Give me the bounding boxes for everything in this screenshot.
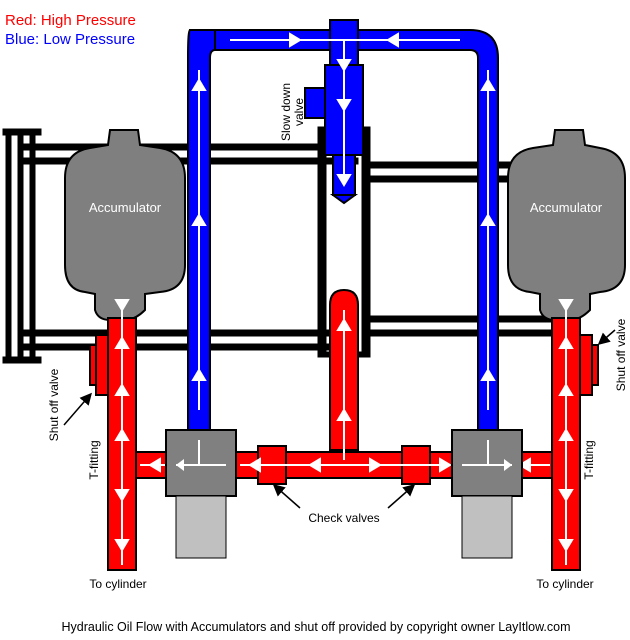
caption: Hydraulic Oil Flow with Accumulators and… — [61, 620, 570, 634]
legend-low-pressure: Blue: Low Pressure — [5, 31, 135, 48]
slow-down-valve-label-line1: Slow down — [279, 83, 293, 141]
t-fitting-right-label: T-fitting — [582, 440, 596, 479]
accumulator-left-label: Accumulator — [89, 200, 162, 215]
legend-high-pressure: Red: High Pressure — [5, 12, 136, 29]
t-fitting-left-label: T-fitting — [87, 440, 101, 479]
shut-off-valve-right-pointer — [597, 329, 616, 345]
accumulator-right: Accumulator — [507, 129, 626, 321]
check-valves-label: Check valves — [308, 511, 379, 525]
check-valve-left-pointer — [272, 484, 301, 509]
check-valve-right-pointer — [387, 484, 416, 509]
slow-down-valve-label-line2: valve — [292, 98, 306, 126]
shut-off-valve-right-label: Shut off valve — [614, 318, 628, 391]
to-cylinder-right-label: To cylinder — [536, 577, 593, 591]
low-pressure-flow-arrows — [191, 32, 496, 410]
shut-off-valve-left-label: Shut off valve — [47, 368, 61, 441]
fitting-left — [165, 429, 237, 559]
to-cylinder-left-label: To cylinder — [89, 577, 146, 591]
accumulator-right-label: Accumulator — [530, 200, 603, 215]
fitting-right — [451, 429, 523, 559]
high-pressure-flow-arrows — [114, 299, 574, 565]
accumulator-left: Accumulator — [64, 129, 186, 321]
shut-off-valve-left-pointer — [63, 392, 92, 426]
